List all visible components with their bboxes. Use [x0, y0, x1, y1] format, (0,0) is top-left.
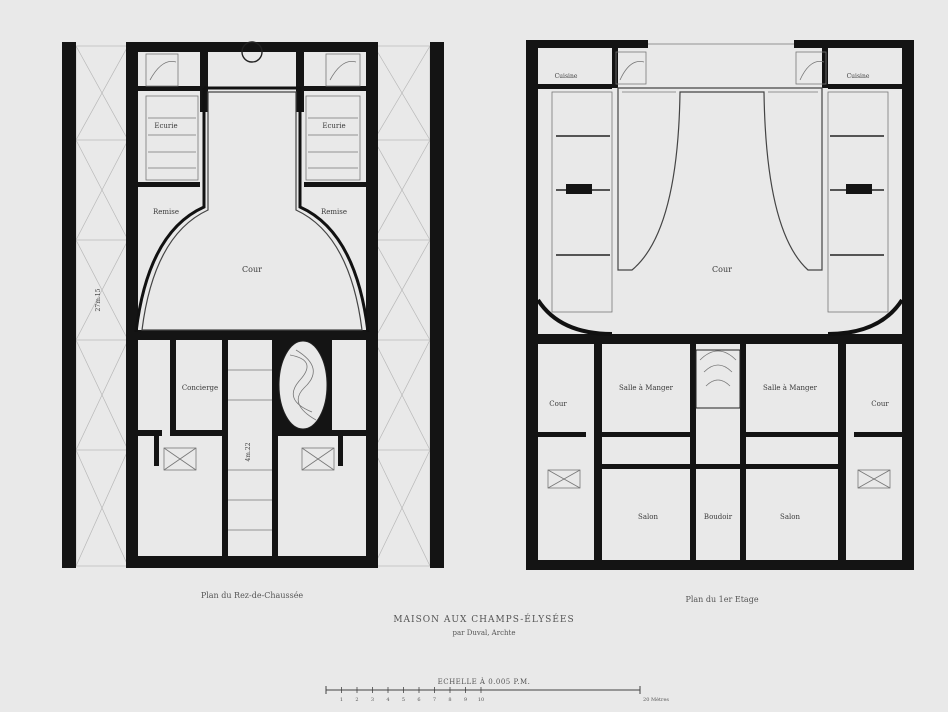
first-stairs — [615, 51, 827, 409]
scale-tick-label: 3 — [371, 697, 374, 703]
scale-tick-label: 10 — [478, 697, 484, 703]
ground-courtyard — [134, 86, 370, 333]
dimension-side: 27m.15 — [95, 288, 102, 311]
room-salon-left: Salon — [638, 513, 658, 521]
room-cuisine-left: Cuisine — [555, 73, 578, 80]
stable-stalls — [145, 95, 361, 181]
room-salon-right: Salon — [780, 513, 800, 521]
scale-tick-label: 5 — [402, 697, 405, 703]
ground-plan-caption: Plan du Rez-de-Chaussée — [201, 591, 304, 600]
scale-tick-label: 6 — [417, 697, 420, 703]
room-cuisine-right: Cuisine — [847, 73, 870, 80]
ground-stairs — [145, 41, 361, 434]
room-remise-right: Remise — [321, 208, 347, 216]
room-ecurie-right: Ecurie — [322, 122, 345, 130]
scale-tick-label: 9 — [464, 697, 467, 703]
scale-tick-label: 8 — [448, 697, 451, 703]
right-passage — [373, 45, 431, 567]
room-concierge: Concierge — [182, 384, 218, 392]
ground-floor-plan: Ecurie Ecurie Remise Remise Cour Concier… — [62, 41, 444, 568]
plate-author: par Duval, Archte — [453, 629, 516, 637]
room-remise-left: Remise — [153, 208, 179, 216]
first-plan-caption: Plan du 1er Etage — [685, 595, 758, 604]
scale-tick-label: 1 — [340, 697, 343, 703]
first-courtyard — [617, 43, 823, 271]
room-boudoir: Boudoir — [704, 513, 733, 521]
left-passage — [75, 45, 129, 567]
room-salle-right: Salle à Manger — [763, 383, 818, 392]
room-ecurie-left: Ecurie — [154, 122, 177, 130]
room-cour-right: Cour — [871, 400, 889, 408]
room-salle-left: Salle à Manger — [619, 383, 674, 392]
room-cour-ground: Cour — [242, 265, 262, 274]
first-walls — [526, 40, 914, 570]
scale-label: ECHELLE À 0.005 P.M. — [438, 677, 531, 686]
first-floor-plan: Cuisine Cuisine Cour Salle à Manger Sall… — [526, 40, 914, 570]
plate-title: MAISON AUX CHAMPS-ÉLYSÉES — [393, 613, 574, 625]
side-wings — [536, 91, 904, 336]
scale-unit: 20 Mètres — [643, 696, 669, 703]
scale-tick-label: 4 — [386, 697, 389, 703]
scale-bar: 1 2 3 4 5 6 7 8 9 10 — [325, 686, 641, 703]
ground-walls — [62, 42, 444, 568]
room-cour-first: Cour — [712, 265, 732, 274]
dimension-center: 4m.22 — [245, 442, 252, 461]
room-cour-left: Cour — [549, 400, 567, 408]
scale-tick-label: 7 — [433, 697, 436, 703]
central-passage — [228, 369, 272, 531]
scale-tick-label: 2 — [355, 697, 358, 703]
